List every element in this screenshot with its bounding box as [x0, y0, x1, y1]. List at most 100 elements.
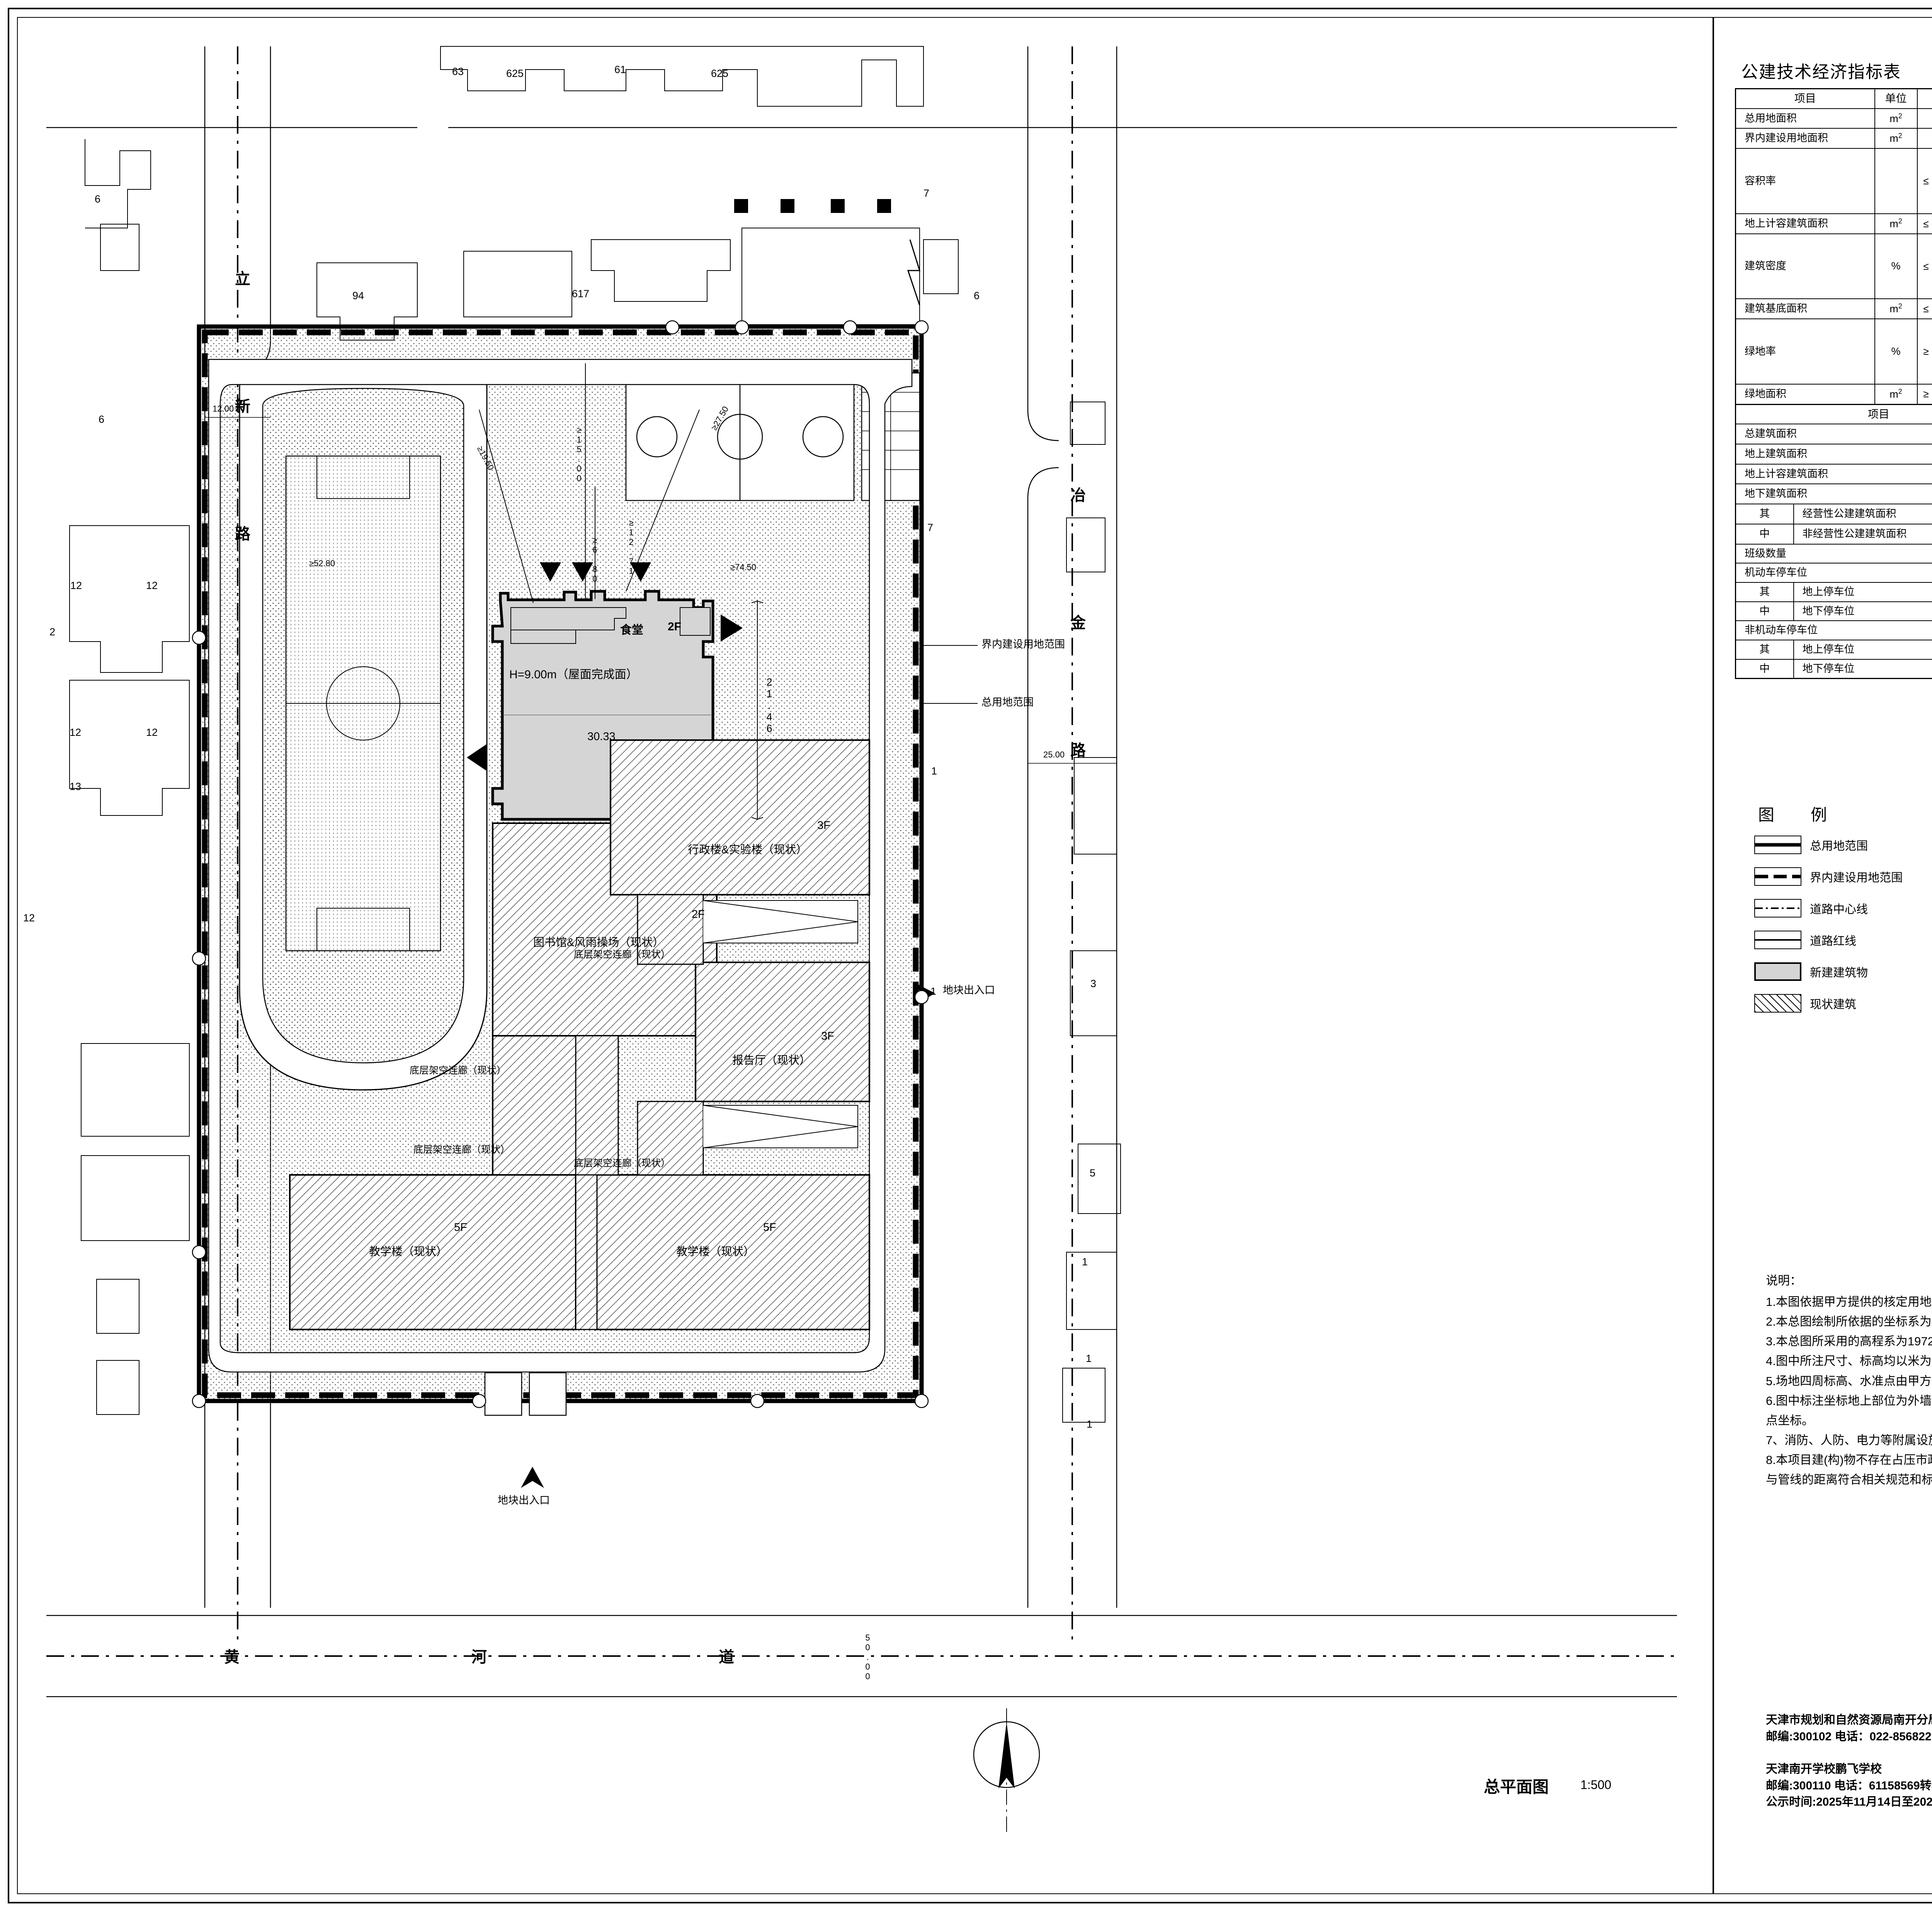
notes-block: 说明： 1.本图依据甲方提供的核定用地图，现状图等相关资料所绘制。 2.本总图绘…: [1766, 1272, 1932, 1490]
legend-left-column: 总用地范围 界内建设用地范围 道路中心线 道路红线 新建建筑物: [1754, 836, 1903, 1013]
road-name-lixin: 立新路: [233, 271, 250, 653]
canteen-height-label: H=9.00m（屋面完成面）: [509, 668, 638, 681]
publicity-period: 公示时间:2025年11月14日至2025年11月25日: [1766, 1796, 1932, 1809]
road-name-yejin: 冶金路: [1068, 487, 1085, 870]
thin-line-swatch: [1754, 931, 1801, 949]
road-name-huanghe: 黄河道: [224, 1649, 966, 1666]
note-item: 7、消防、人防、电力等附属设施均以相关审批部门通过为准。: [1766, 1433, 1932, 1447]
note-item: 4.图中所注尺寸、标高均以米为单位。: [1766, 1354, 1932, 1368]
setback-dim-5280: ≥52.80: [309, 558, 335, 568]
tech-subtable-row: 非机动车停车位辆≥0: [1735, 620, 1932, 640]
legend-item-existing-building: 现状建筑: [1754, 994, 1903, 1013]
note-item: 3.本总图所采用的高程系为1972年天津市大沽高程系,2015年高程。: [1766, 1335, 1932, 1348]
canteen-width-dim: 30.33: [587, 730, 616, 743]
note-item: 5.场地四周标高、水准点由甲方提供。: [1766, 1374, 1932, 1388]
admin-lab-floors: 3F: [817, 819, 830, 832]
cell-unit: [1874, 148, 1918, 214]
tech-subtable-row: 中地下停车位辆0: [1735, 601, 1932, 621]
scale-title: 总平面图: [1484, 1778, 1549, 1796]
callout-total-boundary: 总用地范围: [981, 696, 1034, 708]
callout-plot-entrance-east: 地块出入口: [943, 984, 995, 996]
th-item: 项目: [1735, 88, 1875, 109]
cell-item: 建筑密度: [1735, 233, 1875, 300]
corridor-label-3: 底层架空连廊（现状）: [410, 1065, 507, 1076]
cell-op: ≥: [1917, 383, 1932, 405]
note-item: 2.本总图绘制所依据的坐标系为2000天津城市坐标系。: [1766, 1315, 1932, 1329]
solid-line-swatch: [1754, 836, 1801, 854]
library-gym-floors: 2F: [692, 908, 705, 921]
callout-plot-entrance-south: 地块出入口: [498, 1495, 550, 1506]
panel-divider-left: [1713, 18, 1714, 1894]
tech-table-row: 界内建设用地面积m219566.700.0019566.700.00: [1735, 128, 1932, 149]
cell-unit: m2: [1874, 213, 1918, 234]
sheet-outer-border: [8, 8, 1932, 1903]
owner-left: 天津南开学校鹏飞学校 邮编:300110 电话：61158569转8210 公示…: [1766, 1761, 1932, 1811]
teaching-buildings: [289, 1174, 870, 1330]
corridor-label-1: 底层架空连廊（现状）: [574, 949, 671, 960]
cell-item: 机动车停车位: [1735, 563, 1932, 583]
legend-item-road-centerline: 道路中心线: [1754, 899, 1903, 917]
legend-label: 总用地范围: [1810, 840, 1868, 853]
cell-item: 总建筑面积: [1735, 424, 1932, 445]
tech-subtable-row: 地下建筑面积m2≤0.00: [1735, 483, 1932, 505]
cell-unit: m2: [1874, 383, 1918, 405]
legend-label: 道路红线: [1810, 935, 1856, 948]
cell-item: 地下停车位: [1793, 601, 1932, 621]
authority-name: 天津市规划和自然资源局南开分局: [1766, 1714, 1932, 1726]
technical-economic-indicator-table: 公建技术经济指标表 项目 单位 总指标 已发证指标 本次申报指标 审批后剩余指标…: [1735, 54, 1932, 679]
cell-group: 中: [1735, 601, 1794, 621]
road-width-right: 25.00: [1043, 750, 1065, 759]
tech-table-row: 绿地率%≥: [1735, 318, 1932, 385]
cell-group: 其: [1735, 504, 1794, 524]
tech-table-row: 容积率≤: [1735, 148, 1932, 214]
admin-lab-label: 行政楼&实验楼（现状）: [688, 844, 808, 856]
cell-op: ≤: [1917, 298, 1932, 320]
setback-dim-680: ≥6.80: [590, 535, 600, 584]
road-width-left: 12.00: [213, 404, 234, 414]
owner-contact-row: 天津南开学校鹏飞学校 邮编:300110 电话：61158569转8210 公示…: [1766, 1761, 1932, 1811]
cell-item: 非机动车停车位: [1735, 620, 1932, 640]
existing-building-swatch: [1754, 994, 1801, 1013]
notes-heading: 说明：: [1766, 1274, 1802, 1287]
auditorium-floors: 3F: [821, 1030, 834, 1042]
cell-unit: %: [1874, 318, 1918, 385]
tech-table-row: 总用地面积m224092.900.0024092.900.00: [1735, 108, 1932, 129]
library-gym-label: 图书馆&风雨操场（现状）: [533, 936, 664, 949]
cell-unit: m2: [1874, 108, 1918, 129]
cell-group: 中: [1735, 523, 1794, 545]
cell-item: 界内建设用地面积: [1735, 128, 1875, 149]
authority-postal-phone: 邮编:300102 电话：022-85682255: [1766, 1730, 1932, 1743]
legend-block: 图 例 总用地范围 界内建设用地范围 道路中心线 道路红线: [1754, 802, 1932, 1013]
teaching-east-floors: 5F: [763, 1221, 776, 1234]
authority-left: 天津市规划和自然资源局南开分局 邮编:300102 电话：022-8568225…: [1766, 1712, 1932, 1745]
tech-table-header-row: 项目 单位 总指标 已发证指标 本次申报指标 审批后剩余指标: [1735, 88, 1932, 109]
cell-op: ≤: [1917, 213, 1932, 234]
legend-item-construction-land: 界内建设用地范围: [1754, 867, 1903, 886]
note-item: 8.本项目建(构)物不存在占压市政基础设施管线的情况，且建(构)筑: [1766, 1453, 1932, 1467]
note-item: 与管线的距离符合相关规范和标准的要求。: [1766, 1473, 1932, 1487]
cell-item: 建筑基底面积: [1735, 298, 1875, 320]
note-item: 6.图中标注坐标地上部位为外墙皮满外角点坐标，地下部位为外轮廓: [1766, 1394, 1932, 1408]
cell-item: 绿地面积: [1735, 383, 1875, 405]
legend-label: 界内建设用地范围: [1810, 872, 1903, 884]
tech-subtable-row: 其经营性公建建筑面积m2≤0.00: [1735, 504, 1932, 524]
tech-subtable-row: 地上建筑面积m2≤1246.04: [1735, 444, 1932, 465]
connecting-corridors: [575, 894, 858, 1330]
new-building-swatch: [1754, 962, 1801, 981]
cell-item: 地上停车位: [1793, 582, 1932, 602]
cell-item: 地上计容建筑面积: [1735, 213, 1875, 234]
cell-item: 经营性公建建筑面积: [1793, 504, 1932, 524]
tech-subtable-row: 其地上停车位辆0: [1735, 639, 1932, 660]
site-plan-drawing: 食堂 2F H=9.00m（屋面完成面） 30.33 21.46 图书馆&风雨操…: [23, 23, 1708, 1890]
tech-subtable-row: 总建筑面积m2≤1246.04: [1735, 424, 1932, 445]
cell-group: 其: [1735, 582, 1794, 602]
tech-subtable-grid: 项目 单位 本次申报指标 总建筑面积m2≤1246.04地上建筑面积m2≤124…: [1735, 403, 1932, 679]
contacts-block: 天津市规划和自然资源局南开分局 邮编:300102 电话：022-8568225…: [1766, 1712, 1932, 1811]
corridor-label-2: 底层架空连廊（现状）: [574, 1158, 671, 1169]
setback-dim-7450: ≥74.50: [730, 562, 757, 572]
setback-dim-1500: ≥15.00: [574, 425, 584, 483]
cell-item: 容积率: [1735, 148, 1875, 214]
